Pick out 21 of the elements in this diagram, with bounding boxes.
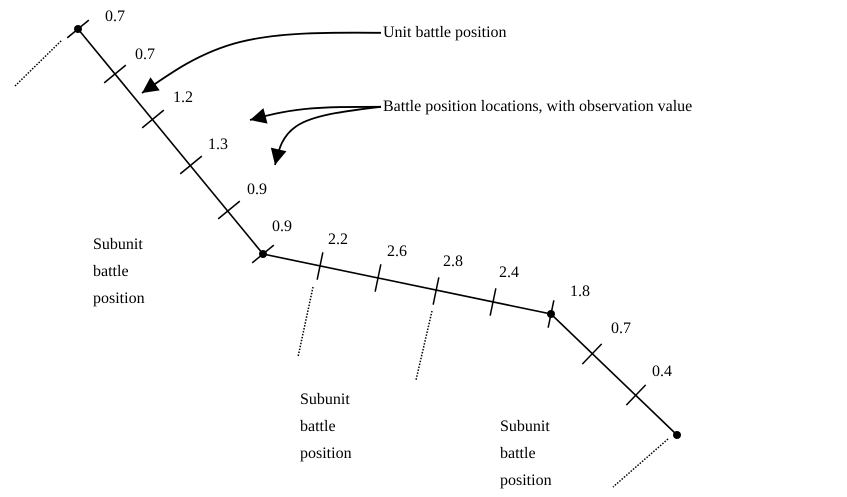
- observation-value: 0.7: [611, 320, 631, 338]
- arrow: [250, 106, 381, 124]
- observation-value: 0.9: [272, 218, 292, 236]
- callout-text: Unit battle position: [383, 24, 507, 42]
- observation-value: 0.7: [135, 46, 155, 64]
- callout-text: Battle position locations, with observation value: [383, 98, 692, 116]
- observation-value: 1.8: [570, 283, 590, 301]
- observation-value: 2.4: [499, 264, 519, 282]
- sector-label: Subunit battle position: [93, 235, 146, 309]
- observation-value: 1.2: [173, 89, 193, 107]
- sector-label: Subunit battle position: [500, 417, 553, 491]
- observation-value: 2.8: [443, 253, 463, 271]
- arrow: [270, 106, 382, 166]
- arrow: [141, 32, 381, 94]
- observation-value: 2.2: [328, 231, 348, 249]
- observation-value: 0.4: [652, 363, 672, 381]
- sector-label: Subunit battle position: [300, 390, 353, 464]
- observation-value: 0.7: [105, 8, 125, 26]
- observation-value: 0.9: [247, 181, 267, 199]
- observation-value: 2.6: [387, 243, 407, 261]
- observation-value: 1.3: [208, 136, 228, 154]
